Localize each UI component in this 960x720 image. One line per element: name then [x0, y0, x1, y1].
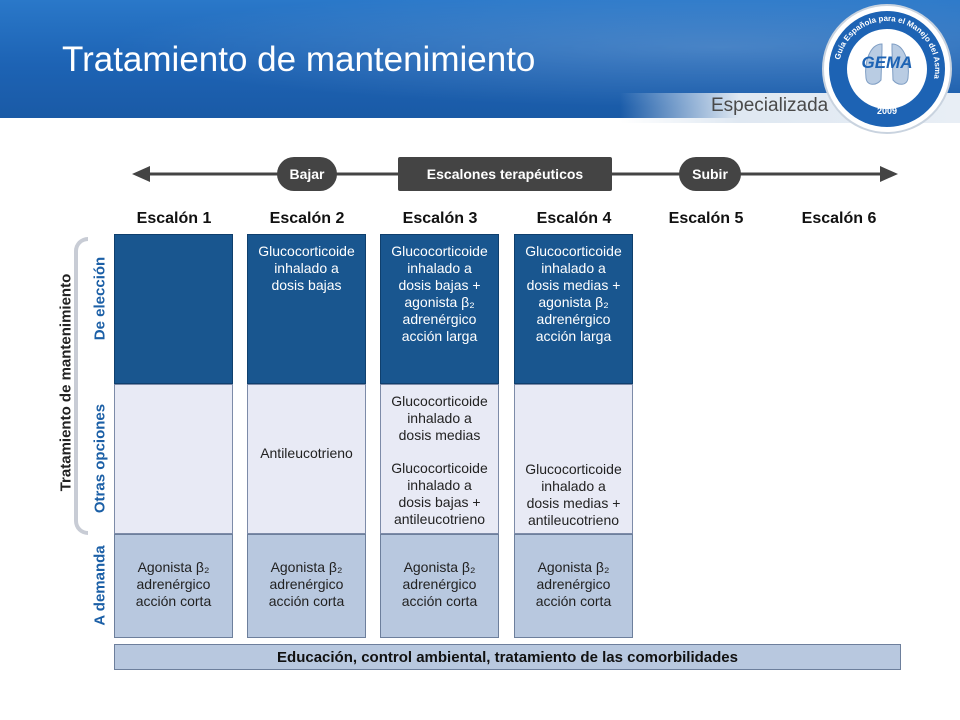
cell-s4-a-demanda-text: Agonista β₂ adrenérgico acción corta	[535, 559, 612, 609]
cell-s3-a-demanda-text: Agonista β₂ adrenérgico acción corta	[401, 559, 478, 609]
cell-s4-a-demanda: Agonista β₂ adrenérgico acción corta	[514, 534, 633, 638]
gema-logo: Guía Española para el Manejo del Asma GE…	[822, 4, 952, 134]
step-header-6: Escalón 6	[801, 210, 877, 227]
cell-s1-a-demanda-text: Agonista β₂ adrenérgico acción corta	[135, 559, 212, 609]
step-header-2: Escalón 2	[269, 210, 345, 227]
side-label-de-eleccion: De elección	[91, 256, 109, 341]
arrow-right-icon	[880, 166, 898, 182]
cell-s3-otras-opciones-text-a: Glucocorticoide inhalado a dosis medias	[391, 393, 488, 443]
cell-s2-de-eleccion-text: Glucocorticoide inhalado a dosis bajas	[258, 243, 355, 293]
cell-s3-a-demanda: Agonista β₂ adrenérgico acción corta	[380, 534, 499, 638]
mantenimiento-bracket	[74, 237, 88, 535]
side-label-mantenimiento: Tratamiento de mantenimiento	[57, 273, 75, 492]
cell-s3-de-eleccion-text: Glucocorticoide inhalado a dosis bajas +…	[391, 243, 488, 344]
step-header-5: Escalón 5	[668, 210, 744, 227]
cell-s1-a-demanda: Agonista β₂ adrenérgico acción corta	[114, 534, 233, 638]
cell-s3-otras-opciones: Glucocorticoide inhalado a dosis medias …	[380, 384, 499, 534]
cell-s3-otras-opciones-text-b: Glucocorticoide inhalado a dosis bajas +…	[391, 460, 488, 527]
cell-s2-otras-opciones-text: Antileucotrieno	[260, 445, 353, 461]
cell-s2-a-demanda-text: Agonista β₂ adrenérgico acción corta	[268, 559, 345, 609]
cell-s4-otras-opciones: Glucocorticoide inhalado a dosis medias …	[514, 384, 633, 534]
lungs-icon	[865, 43, 909, 85]
logo-year: 2009	[877, 106, 897, 116]
logo-name: GEMA	[862, 53, 913, 72]
cell-s3-de-eleccion: Glucocorticoide inhalado a dosis bajas +…	[380, 234, 499, 384]
cell-s4-de-eleccion: Glucocorticoide inhalado a dosis medias …	[514, 234, 633, 384]
cell-s1-otras-opciones	[114, 384, 233, 534]
cell-s2-otras-opciones: Antileucotrieno	[247, 384, 366, 534]
education-bar: Educación, control ambiental, tratamient…	[114, 644, 901, 670]
escalones-terapeuticos-label: Escalones terapéuticos	[398, 157, 612, 191]
header-banner	[0, 0, 960, 118]
step-header-4: Escalón 4	[536, 210, 612, 227]
step-header-3: Escalón 3	[402, 210, 478, 227]
bajar-label: Bajar	[277, 157, 337, 191]
cell-s2-de-eleccion: Glucocorticoide inhalado a dosis bajas	[247, 234, 366, 384]
side-label-otras-opciones: Otras opciones	[91, 403, 109, 514]
cell-s4-otras-opciones-text: Glucocorticoide inhalado a dosis medias …	[525, 461, 622, 528]
side-label-a-demanda: A demanda	[91, 545, 109, 626]
page-subtitle: Especializada	[711, 95, 829, 116]
cell-s4-de-eleccion-text: Glucocorticoide inhalado a dosis medias …	[525, 243, 622, 344]
cell-s2-a-demanda: Agonista β₂ adrenérgico acción corta	[247, 534, 366, 638]
arrow-left-icon	[132, 166, 150, 182]
page-title: Tratamiento de mantenimiento	[62, 40, 536, 79]
subir-label: Subir	[679, 157, 741, 191]
cell-s1-de-eleccion	[114, 234, 233, 384]
step-header-1: Escalón 1	[136, 210, 212, 227]
